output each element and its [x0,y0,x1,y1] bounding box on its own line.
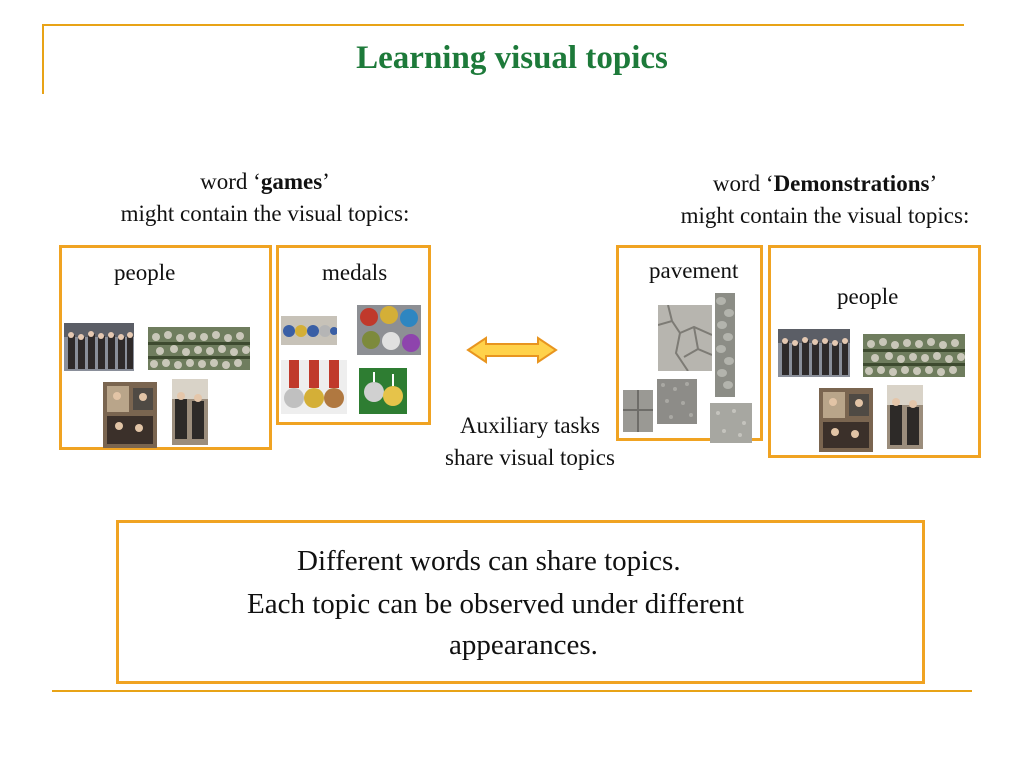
people-label-right: people [837,284,899,309]
left-rule [42,24,44,94]
medals-label: medals [322,260,388,285]
people-topic-box-left: people [59,245,272,450]
medal-row-photo [281,316,337,345]
slide-title: Learning visual topics [356,40,668,76]
demonstrations-caption-line2: might contain the visual topics: [680,203,970,228]
people-label-left: people [114,260,176,285]
auxiliary-caption: Auxiliary tasks share visual topics [410,410,650,474]
medals-topic-box: medals [276,245,431,425]
summary-line1: Different words can share topics. [297,545,681,577]
summary-line3: appearances. [449,629,598,661]
cracked-pavement-photo [658,305,712,371]
summary-line2: Each topic can be observed under differe… [247,588,745,620]
bottom-rule [52,690,972,692]
ribbon-medals-photo [281,360,347,414]
crowd-photo-right [863,334,965,377]
top-rule [42,24,964,26]
pavement-label: pavement [649,258,739,283]
games-caption-line2: might contain the visual topics: [120,201,410,226]
meeting-photo-right [819,388,873,452]
people-group-photo-right [778,329,850,377]
cobblestone-strip-photo [715,293,735,397]
people-group-photo [64,323,134,371]
demonstrations-word: Demonstrations [773,171,930,196]
gravel-pavement-photo [657,379,697,424]
crowd-photo [148,327,250,370]
indoor-people-photo [172,379,208,445]
concrete-pavement-photo [710,403,752,443]
people-topic-box-right: people [768,245,981,458]
auxiliary-line1: Auxiliary tasks [460,413,600,438]
tiled-pavement-photo [623,390,653,432]
auxiliary-line2: share visual topics [445,445,615,470]
double-arrow-icon [466,336,558,364]
demonstrations-caption-line1: word ‘Demonstrations’ [712,171,938,196]
games-caption-line1: word ‘games’ [200,169,330,194]
pavement-topic-box: pavement [616,245,763,443]
games-caption: word ‘games’ might contain the visual to… [70,166,460,230]
meeting-photo [103,382,157,448]
games-word: games [260,169,323,194]
summary-box: Different words can share topics. Each t… [116,520,925,684]
indoor-people-photo-right [887,385,923,449]
demonstrations-caption: word ‘Demonstrations’ might contain the … [630,168,1020,232]
green-medals-photo [359,368,407,414]
medal-collection-photo [357,305,421,355]
